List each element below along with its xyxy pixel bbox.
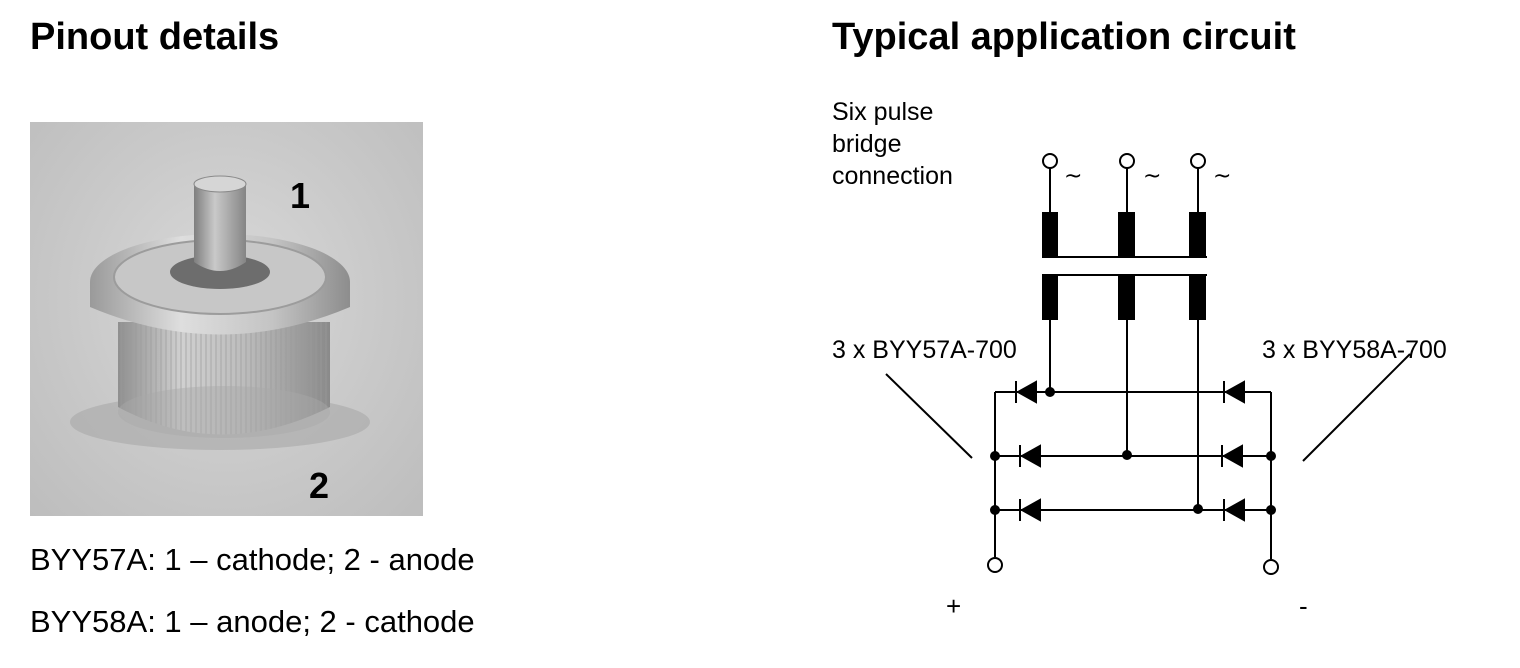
byy57a-diodes-label: 3 x BYY57A-700: [832, 336, 1017, 364]
positive-terminal-label: +: [946, 591, 962, 621]
junction-dot-icon: [1045, 387, 1055, 397]
diode-icon: [1221, 444, 1243, 468]
circuit-caption: Six pulse bridge connection: [832, 96, 953, 192]
secondary-winding-icon: [1042, 275, 1058, 320]
diode-icon: [1223, 380, 1245, 404]
dc-minus-terminal-icon: [1263, 559, 1279, 575]
ac-symbol: ~: [1064, 164, 1082, 189]
primary-winding-icon: [1118, 212, 1135, 257]
primary-winding-icon: [1189, 212, 1206, 257]
secondary-winding-icon: [1189, 275, 1206, 320]
primary-winding-icon: [1042, 212, 1058, 257]
ac-symbol: ~: [1213, 164, 1231, 189]
diode-icon: [1223, 498, 1245, 522]
ac-symbol: ~: [1143, 164, 1161, 189]
junction-dot-icon: [1266, 505, 1276, 515]
junction-dot-icon: [1193, 504, 1203, 514]
byy58a-pinout-text: BYY58A: 1 – anode; 2 - cathode: [30, 604, 475, 639]
junction-dot-icon: [990, 451, 1000, 461]
junction-dot-icon: [990, 505, 1000, 515]
negative-terminal-label: -: [1299, 591, 1308, 621]
pinout-heading: Pinout details: [30, 16, 280, 58]
diode-icon: [1019, 498, 1041, 522]
pin-1-label: 1: [290, 175, 311, 216]
circuit-heading: Typical application circuit: [832, 16, 1296, 58]
diode-icon: [1015, 380, 1037, 404]
byy57a-pinout-text: BYY57A: 1 – cathode; 2 - anode: [30, 542, 475, 577]
dc-plus-terminal-icon: [987, 557, 1003, 573]
pin-2-label: 2: [309, 465, 330, 506]
caption-line: bridge: [832, 130, 902, 158]
diode-icon: [1019, 444, 1041, 468]
ac-terminal-icon: [1190, 153, 1206, 169]
caption-line: Six pulse: [832, 98, 934, 126]
secondary-winding-icon: [1118, 275, 1135, 320]
caption-line: connection: [832, 162, 953, 190]
junction-dot-icon: [1122, 450, 1132, 460]
junction-dot-icon: [1266, 451, 1276, 461]
byy58a-diodes-label: 3 x BYY58A-700: [1262, 336, 1447, 364]
ac-terminal-icon: [1119, 153, 1135, 169]
ac-terminal-icon: [1042, 153, 1058, 169]
device-photo: [30, 122, 423, 516]
stud-diode-illustration: [70, 175, 370, 450]
